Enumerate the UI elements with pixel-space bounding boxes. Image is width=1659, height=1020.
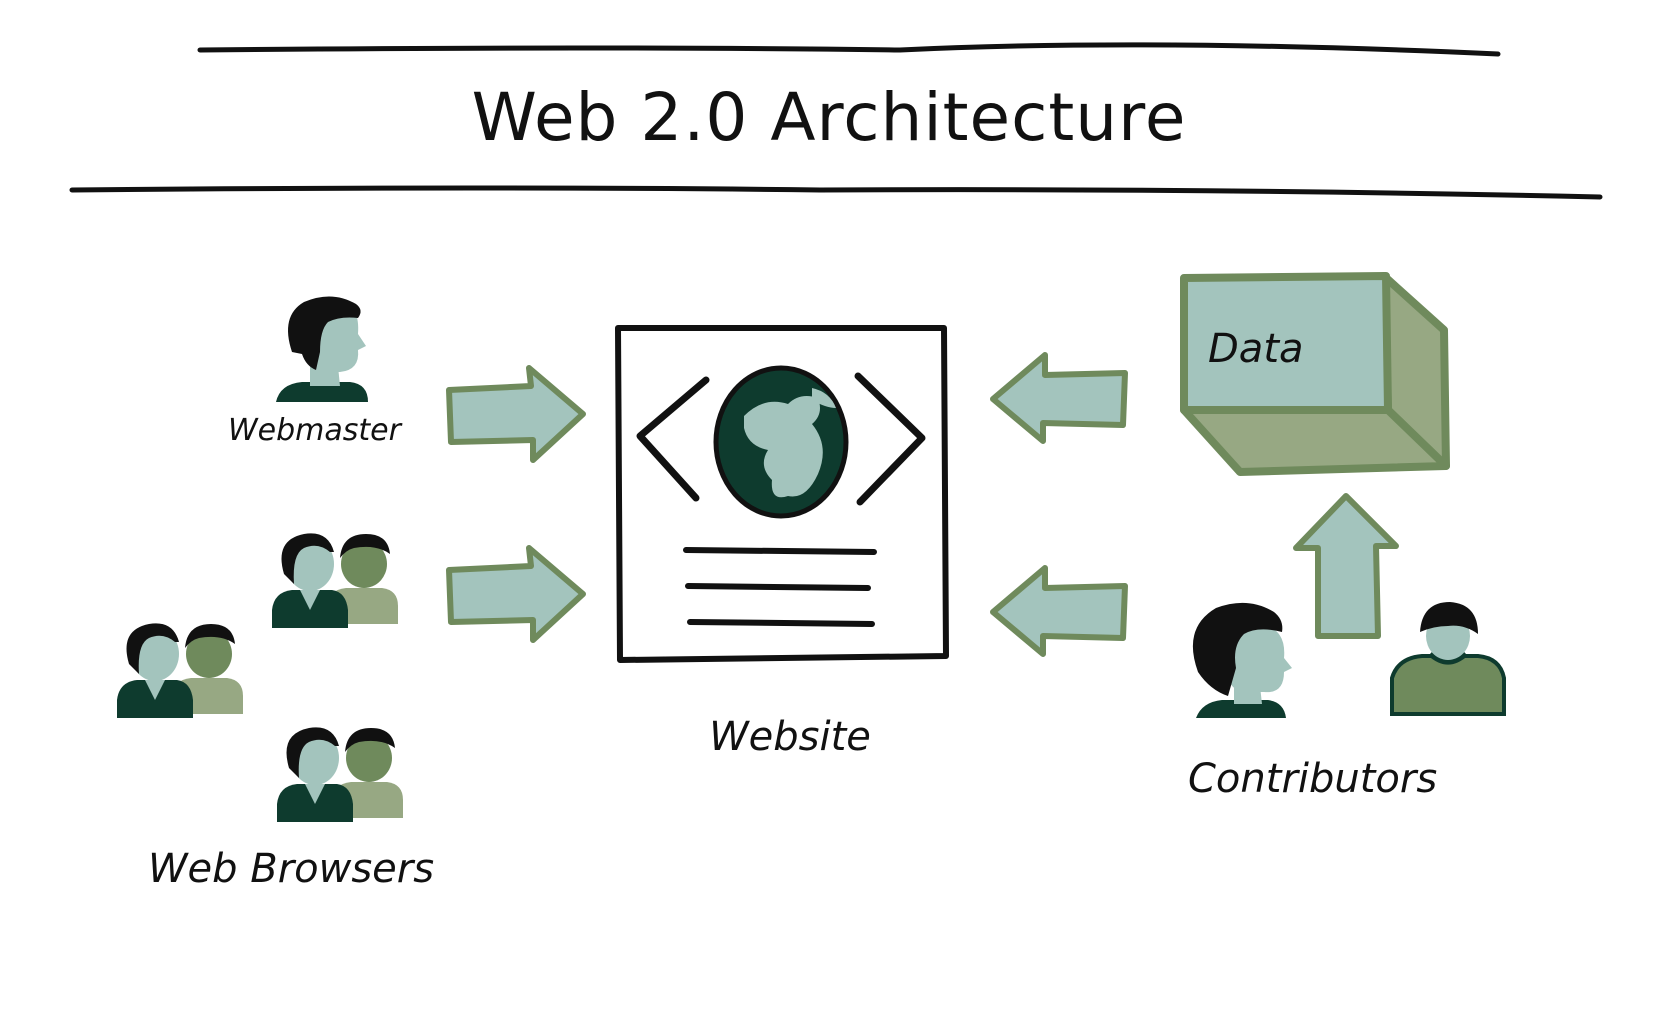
arrow-right-icon [449, 368, 583, 460]
arrow-left-icon [993, 568, 1125, 654]
globe-icon [713, 365, 849, 519]
webmaster-label: Webmaster [228, 413, 403, 448]
web-browsers-label: Web Browsers [148, 846, 434, 892]
browser-pair-icon [117, 623, 243, 718]
text-lines-icon [683, 547, 877, 627]
website-page [615, 325, 949, 663]
browser-pair-icon [277, 727, 403, 822]
diagram-title: Web 2.0 Architecture [472, 79, 1187, 156]
title-rule-top [197, 42, 1501, 57]
webmaster-person-icon [276, 296, 368, 402]
contributors-label: Contributors [1188, 756, 1437, 802]
title-rule-bottom [69, 185, 1603, 200]
data-cube-icon [1180, 272, 1450, 476]
browser-pair-icon [272, 533, 398, 628]
code-bracket-icon [636, 376, 710, 502]
arrow-left-icon [993, 355, 1125, 441]
code-bracket-icon [854, 372, 926, 506]
contributor-person-icon [1390, 602, 1506, 716]
arrow-right-icon [449, 548, 583, 640]
contributor-person-icon [1192, 602, 1292, 718]
arrow-up-icon [1293, 493, 1399, 639]
website-label: Website [709, 714, 871, 760]
data-label: Data [1208, 326, 1304, 372]
